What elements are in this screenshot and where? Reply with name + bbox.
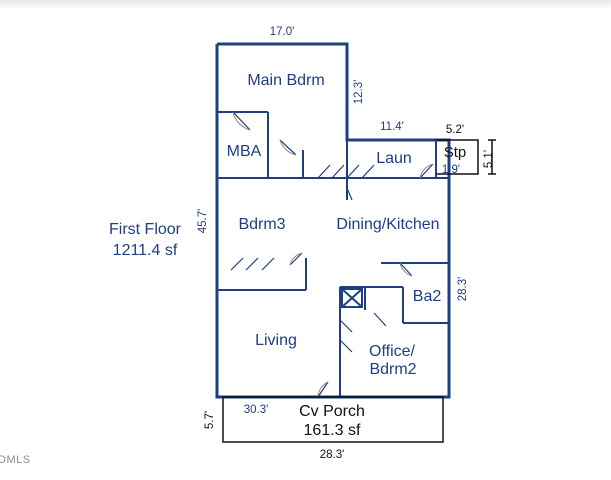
dim-top-width: 17.0' <box>270 26 295 38</box>
dim-stp-inner: 1.9' <box>442 164 460 176</box>
dim-stp-depth: 5.1' <box>483 150 495 168</box>
floor-title: First Floor <box>109 221 182 238</box>
dim-main-bdrm-depth: 12.3' <box>353 80 365 105</box>
door-swings <box>230 111 434 398</box>
room-stp: Stp <box>444 144 467 161</box>
dim-house-depth: 45.7' <box>197 209 209 234</box>
dim-right-depth: 28.3' <box>457 277 469 302</box>
water-heater-box <box>341 288 363 308</box>
dim-laun-width: 11.4' <box>380 121 404 133</box>
room-mba: MBA <box>227 143 262 160</box>
room-ba2: Ba2 <box>413 288 442 305</box>
floor-area: 1211.4 sf <box>113 242 178 259</box>
room-office-line1: Office/ <box>369 343 416 360</box>
room-office-line2: Bdrm2 <box>369 361 416 378</box>
covered-porch <box>222 396 444 443</box>
dimension-ticks <box>488 139 496 175</box>
mls-watermark: DMLS <box>0 454 31 466</box>
room-living: Living <box>255 332 297 349</box>
room-bdrm3: Bdrm3 <box>238 216 285 233</box>
room-dining-kitchen: Dining/Kitchen <box>336 216 439 233</box>
dim-stp-width: 5.2' <box>446 124 464 136</box>
interior-walls <box>217 111 449 397</box>
room-main-bdrm: Main Bdrm <box>247 72 324 89</box>
dim-porch-width: 28.3' <box>320 449 345 461</box>
top-gradient <box>0 0 611 10</box>
room-laun: Laun <box>376 150 412 167</box>
porch-name: Cv Porch <box>299 403 365 420</box>
porch-area: 161.3 sf <box>304 422 361 439</box>
dim-bottom-width: 30.3' <box>244 404 269 416</box>
dim-porch-depth: 5.7' <box>204 411 216 429</box>
